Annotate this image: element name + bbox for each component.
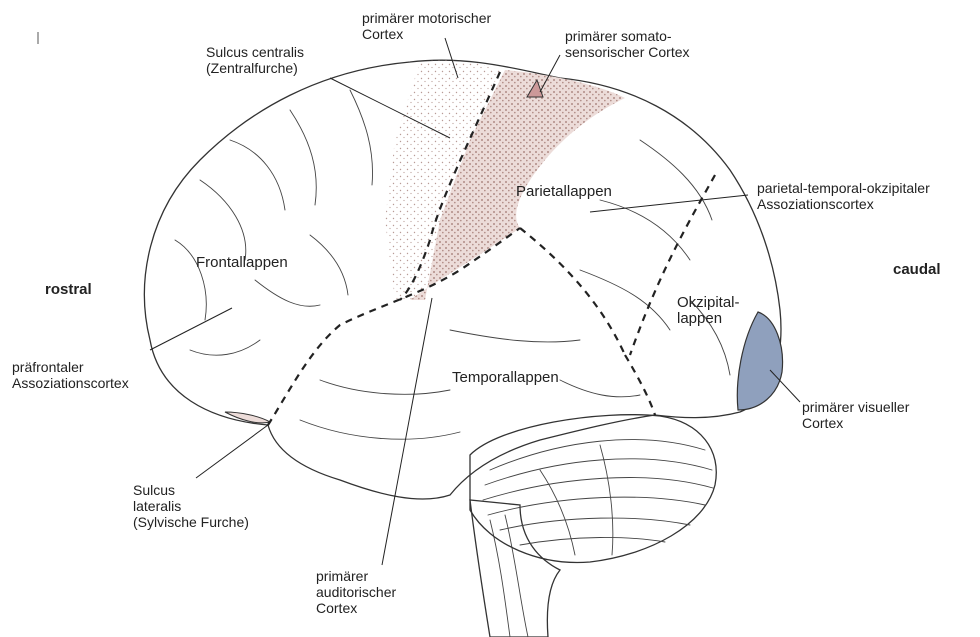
brainstem [470, 500, 560, 637]
label-motor-cortex: primärer motorischer Cortex [362, 10, 491, 42]
label-occipital-lobe-l2: lappen [677, 311, 740, 327]
label-frontal-lobe: Frontallappen [196, 255, 288, 271]
label-somato-cortex-l1: primärer somato- [565, 28, 690, 44]
label-pto-assoc-l1: parietal-temporal-okzipitaler [757, 180, 930, 196]
label-prefrontal-l2: Assoziationscortex [12, 375, 129, 391]
label-occipital-lobe-l1: Okzipital- [677, 295, 740, 311]
leader-auditory [382, 298, 432, 565]
label-somato-cortex: primärer somato- sensorischer Cortex [565, 28, 690, 60]
label-somato-cortex-l2: sensorischer Cortex [565, 44, 690, 60]
label-auditory-cortex-l1: primärer [316, 568, 396, 584]
label-rostral: rostral [45, 282, 92, 298]
label-sulcus-centralis-l2: (Zentralfurche) [206, 60, 304, 76]
label-auditory-cortex-l3: Cortex [316, 600, 396, 616]
brainstem-lines [490, 515, 528, 637]
label-motor-cortex-l2: Cortex [362, 26, 491, 42]
cerebellum [470, 415, 716, 563]
label-sulcus-lateralis-l1: Sulcus [133, 482, 249, 498]
label-sulcus-centralis-l1: Sulcus centralis [206, 44, 304, 60]
label-pto-assoc-l2: Assoziationscortex [757, 196, 930, 212]
label-sulcus-centralis: Sulcus centralis (Zentralfurche) [206, 44, 304, 76]
label-sulcus-lateralis: Sulcus lateralis (Sylvische Furche) [133, 482, 249, 530]
label-prefrontal-l1: präfrontaler [12, 359, 129, 375]
label-pto-assoc: parietal-temporal-okzipitaler Assoziatio… [757, 180, 930, 212]
label-visual-cortex-l1: primärer visueller [802, 399, 909, 415]
label-occipital-lobe: Okzipital- lappen [677, 295, 740, 327]
parieto-occipital-line [630, 175, 715, 355]
label-visual-cortex: primärer visueller Cortex [802, 399, 909, 431]
label-prefrontal: präfrontaler Assoziationscortex [12, 359, 129, 391]
visual-cortex-region [737, 312, 782, 410]
label-sulcus-lateralis-l3: (Sylvische Furche) [133, 514, 249, 530]
leader-prefrontal [150, 308, 232, 350]
cerebellum-folia [483, 440, 713, 555]
label-caudal: caudal [893, 262, 941, 278]
prefrontal-base-patch [225, 412, 270, 423]
leader-sulcus-lateralis [196, 425, 268, 478]
temporo-occipital-line [625, 355, 655, 415]
label-visual-cortex-l2: Cortex [802, 415, 909, 431]
label-auditory-cortex: primärer auditorischer Cortex [316, 568, 396, 616]
label-sulcus-lateralis-l2: lateralis [133, 498, 249, 514]
parieto-temporal-line [520, 228, 625, 355]
label-parietal-lobe: Parietallappen [516, 184, 612, 200]
label-motor-cortex-l1: primärer motorischer [362, 10, 491, 26]
label-auditory-cortex-l2: auditorischer [316, 584, 396, 600]
label-temporal-lobe: Temporallappen [452, 370, 559, 386]
